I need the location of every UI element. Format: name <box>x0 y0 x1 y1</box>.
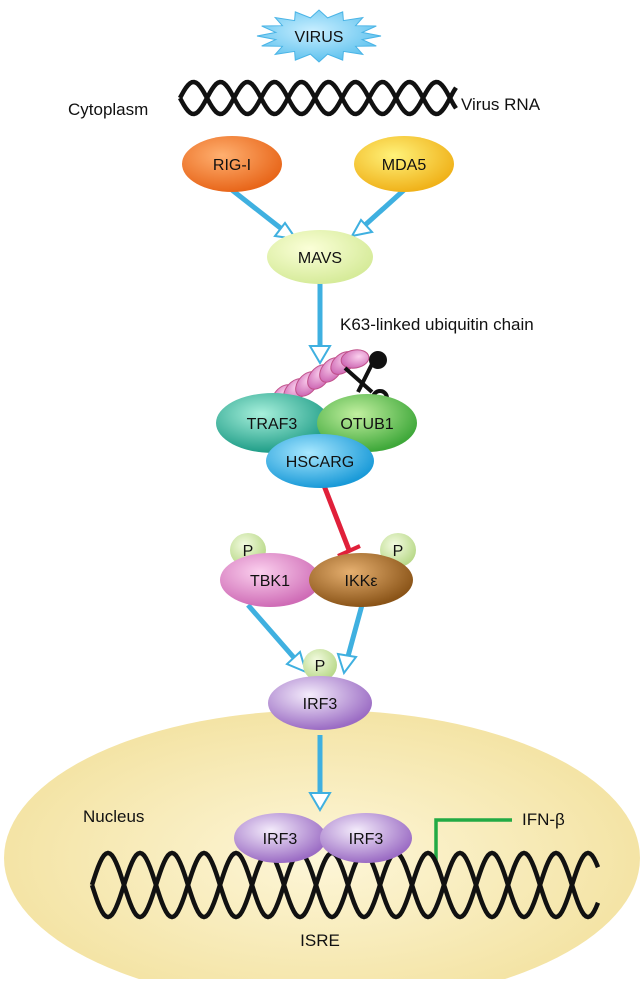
dna-helix <box>89 850 601 920</box>
arrow-tbk1-irf3 <box>246 603 298 662</box>
hscarg-label: HSCARG <box>286 454 354 471</box>
inhibition-edge <box>320 482 361 558</box>
node-irf3: IRF3 <box>268 676 372 730</box>
otub1-label: OTUB1 <box>340 416 393 433</box>
isre-label: ISRE <box>300 931 340 950</box>
irf3-dimer-a-label: IRF3 <box>263 831 298 848</box>
arrow-rigi-mavs <box>230 188 285 232</box>
virus-rna-helix <box>178 79 458 117</box>
nucleus-label: Nucleus <box>83 807 144 826</box>
irf3-dimer-b-label: IRF3 <box>349 831 384 848</box>
node-irf3-dimer-b: IRF3 <box>320 813 412 863</box>
arrow-mda5-mavs <box>362 188 406 228</box>
activation-arrows <box>230 188 406 796</box>
node-mda5: MDA5 <box>354 136 454 192</box>
p-label-1: P <box>243 543 254 560</box>
arrowhead-tbk1 <box>285 650 308 674</box>
node-ikke: IKKε <box>309 553 413 607</box>
arrowhead-mda5 <box>350 218 374 238</box>
tbk1-label: TBK1 <box>250 573 290 590</box>
arrowhead-nucleus <box>308 792 332 812</box>
irf3-label: IRF3 <box>303 696 338 713</box>
promoter-arrow <box>434 818 512 862</box>
node-hscarg: HSCARG <box>266 434 374 488</box>
node-irf3-dimer-a: IRF3 <box>234 813 326 863</box>
p-label-2: P <box>393 543 404 560</box>
arrowhead-mavs <box>308 345 332 365</box>
node-rigi: RIG-I <box>182 136 282 192</box>
traf3-label: TRAF3 <box>247 416 298 433</box>
virus-label: VIRUS <box>295 29 344 46</box>
k63-label: K63-linked ubiquitin chain <box>340 315 534 334</box>
virus-starburst: VIRUS <box>256 9 382 63</box>
ifnb-label: IFN-β <box>522 810 565 829</box>
mavs-label: MAVS <box>298 250 342 267</box>
cytoplasm-label: Cytoplasm <box>68 100 148 119</box>
rigi-label: RIG-I <box>213 157 251 174</box>
arrow-ikke-irf3 <box>344 604 365 661</box>
node-mavs: MAVS <box>267 230 373 284</box>
mda5-label: MDA5 <box>382 157 427 174</box>
arrowhead-ikke <box>336 652 358 676</box>
phospho-irf3: P <box>303 649 337 681</box>
virus-rna-label: Virus RNA <box>461 95 541 114</box>
node-tbk1: TBK1 <box>220 553 320 607</box>
ikke-label: IKKε <box>345 573 378 590</box>
p-label-3: P <box>315 658 326 675</box>
